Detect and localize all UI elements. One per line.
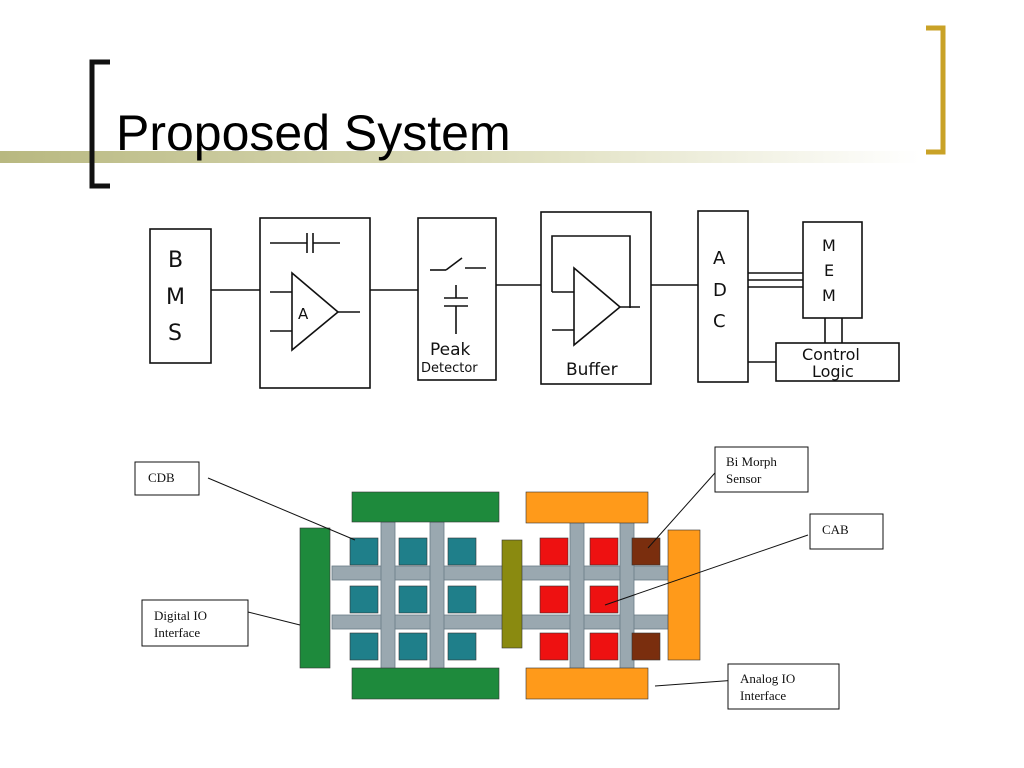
cab-callout xyxy=(809,513,884,550)
cdb-cell xyxy=(398,585,428,614)
bimorph-sensor-cell xyxy=(631,537,661,566)
slide-title: Proposed System xyxy=(116,105,511,161)
left-bracket xyxy=(89,59,110,189)
buffer-block xyxy=(540,211,652,385)
bms-letter-b: B xyxy=(168,248,183,273)
digital-io-label-1: Digital IO xyxy=(154,608,207,623)
cab-cell xyxy=(539,632,569,661)
analog-io-bottom-bar xyxy=(525,667,649,700)
title-underline xyxy=(0,151,920,163)
cdb-cell xyxy=(349,585,379,614)
bms-letter-m: M xyxy=(166,285,185,310)
cdb-bottom-bar xyxy=(351,667,500,700)
digital-io-label-2: Interface xyxy=(154,625,200,640)
logic-label: Logic xyxy=(812,362,854,381)
analog-io-callout xyxy=(727,663,840,710)
analog-io-right-bar xyxy=(667,529,701,661)
amplifier-block xyxy=(259,217,371,389)
title-decoration xyxy=(0,25,946,189)
amp-label: A xyxy=(298,305,309,323)
bimorph-callout xyxy=(714,446,809,493)
cab-cell xyxy=(539,537,569,566)
cdb-cell xyxy=(349,632,379,661)
cdb-cell xyxy=(398,537,428,566)
right-bracket xyxy=(926,25,946,155)
cab-label: CAB xyxy=(822,522,849,537)
control-label: Control xyxy=(802,345,860,364)
cdb-cell xyxy=(349,537,379,566)
digital-io-callout xyxy=(141,599,249,647)
cdb-cell xyxy=(398,632,428,661)
peak-label: Peak xyxy=(430,340,471,360)
mem-letter-m1: M xyxy=(822,236,836,255)
detector-label: Detector xyxy=(421,361,478,376)
digital-io-left-bar xyxy=(299,527,331,669)
buffer-label: Buffer xyxy=(566,360,618,380)
center-olive-bar xyxy=(501,539,523,649)
cab-cell xyxy=(539,585,569,614)
cdb-cell xyxy=(447,537,477,566)
adc-letter-a: A xyxy=(713,248,726,269)
cdb-cell xyxy=(447,632,477,661)
peak-detector-block xyxy=(417,217,497,381)
bimorph-sensor-cell xyxy=(631,632,661,661)
cab-cell xyxy=(589,585,619,614)
adc-letter-d: D xyxy=(713,280,727,301)
amplifier-triangle xyxy=(291,271,340,352)
cab-cell xyxy=(589,632,619,661)
bms-block xyxy=(149,228,212,364)
bimorph-label-1: Bi Morph xyxy=(726,454,777,469)
mem-letter-m2: M xyxy=(822,286,836,305)
bms-letter-s: S xyxy=(168,321,182,346)
cdb-cell xyxy=(447,585,477,614)
cab-cell xyxy=(589,537,619,566)
analog-io-top-bar xyxy=(525,491,649,524)
cdb-label: CDB xyxy=(148,470,175,485)
buffer-triangle xyxy=(573,266,622,347)
adc-block xyxy=(697,210,749,383)
analog-io-label-1: Analog IO xyxy=(740,671,795,686)
adc-letter-c: C xyxy=(713,311,726,332)
analog-io-label-2: Interface xyxy=(740,688,786,703)
mem-letter-e: E xyxy=(824,261,834,280)
cdb-callout xyxy=(134,461,200,496)
cdb-top-bar xyxy=(351,491,500,523)
control-logic-block xyxy=(775,342,900,382)
bimorph-label-2: Sensor xyxy=(726,471,762,486)
mem-block xyxy=(802,221,863,319)
